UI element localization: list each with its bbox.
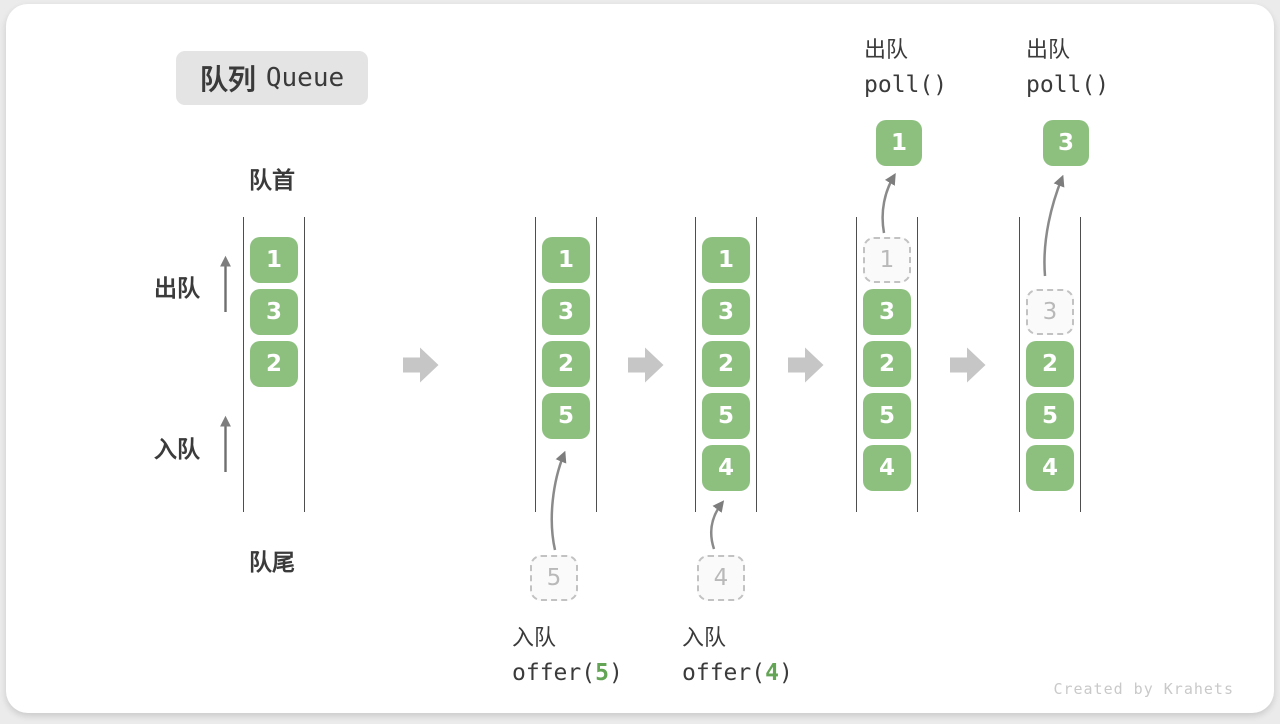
next-state-block-arrow-icon (950, 347, 986, 383)
dequeue-side-label: 出队 (154, 275, 200, 301)
operation-label: 出队 (1026, 37, 1071, 62)
enqueue-operation-caption: 入队 offer(4) (682, 620, 793, 686)
queue-item-box: 2 (250, 341, 298, 387)
queue-column-state-initial (243, 217, 305, 512)
operation-code: offer(4) (682, 660, 793, 686)
code-text: offer( (682, 660, 766, 686)
queue-item-box: 5 (1026, 393, 1074, 439)
title-badge: 队列 Queue (176, 51, 368, 105)
title-zh: 队列 (199, 64, 256, 95)
queue-item-box: 2 (863, 341, 911, 387)
polled-item-box: 3 (1043, 120, 1089, 166)
queue-item-box: 5 (542, 393, 590, 439)
queue-item-box: 3 (863, 289, 911, 335)
operation-code: poll() (1026, 72, 1110, 98)
enqueue-side-label: 入队 (154, 436, 200, 462)
code-argument: 5 (595, 660, 609, 686)
operation-code: poll() (864, 72, 948, 98)
queue-item-box: 2 (1026, 341, 1074, 387)
operation-label: 出队 (864, 37, 909, 62)
polled-item-box: 1 (876, 120, 922, 166)
queue-item-box: 5 (702, 393, 750, 439)
queue-item-box: 3 (702, 289, 750, 335)
queue-item-box: 3 (250, 289, 298, 335)
next-state-block-arrow-icon (788, 347, 824, 383)
queue-item-box: 4 (1026, 445, 1074, 491)
code-text: offer( (512, 660, 596, 686)
queue-item-ghost-box: 1 (863, 237, 911, 283)
queue-rear-label: 队尾 (249, 549, 295, 575)
queue-item-box: 3 (542, 289, 590, 335)
dequeue-operation-caption: 出队 poll() (864, 32, 947, 98)
queue-item-box: 2 (542, 341, 590, 387)
queue-item-box: 1 (702, 237, 750, 283)
operation-code: offer(5) (512, 660, 623, 686)
enqueue-operation-caption: 入队 offer(5) (512, 620, 623, 686)
watermark: Created by Krahets (1053, 680, 1234, 698)
operation-label: 入队 (682, 625, 727, 650)
queue-item-ghost-box: 3 (1026, 289, 1074, 335)
queue-column-state-after-offer-5 (535, 217, 597, 512)
next-state-block-arrow-icon (403, 347, 439, 383)
operation-label: 入队 (512, 625, 557, 650)
queue-item-box: 1 (542, 237, 590, 283)
staged-item-box: 5 (530, 555, 578, 601)
queue-item-box: 4 (863, 445, 911, 491)
queue-item-box: 2 (702, 341, 750, 387)
staged-item-box: 4 (697, 555, 745, 601)
queue-item-box: 5 (863, 393, 911, 439)
code-argument: 4 (765, 660, 779, 686)
queue-front-label: 队首 (249, 167, 295, 193)
arrows-overlay (219, 173, 1065, 551)
queue-item-box: 4 (702, 445, 750, 491)
code-text: ) (778, 660, 793, 686)
queue-column-state-after-poll-3 (1019, 217, 1081, 512)
dequeue-operation-caption: 出队 poll() (1026, 32, 1109, 98)
code-text: ) (608, 660, 623, 686)
title-en: Queue (265, 63, 345, 93)
queue-item-box: 1 (250, 237, 298, 283)
next-state-block-arrow-icon (628, 347, 664, 383)
queue-column-state-after-poll-1 (856, 217, 918, 512)
queue-column-state-after-offer-4 (695, 217, 757, 512)
